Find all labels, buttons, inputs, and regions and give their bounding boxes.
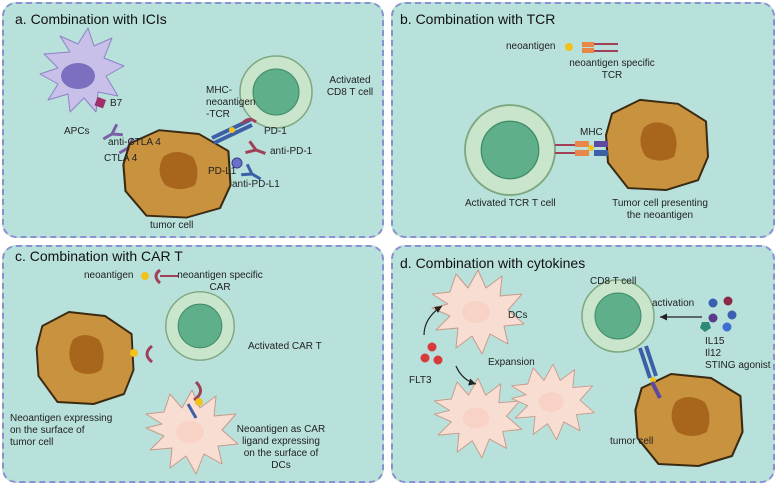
neoantigen-expressing-label-3: tumor cell [10, 437, 54, 448]
activated-cd8-label-1: Activated [329, 75, 371, 86]
arrow-expansion [455, 365, 477, 386]
b7-label: B7 [110, 98, 123, 109]
dc-anchor-c [186, 403, 198, 419]
flt3-label: FLT3 [409, 375, 432, 386]
tcr-mhc-complex-d [638, 345, 662, 399]
pdl1-label: PD-L1 [208, 166, 237, 177]
neoantigen-b-label: neoantigen [506, 41, 556, 52]
cytokine-cluster [700, 296, 737, 332]
anti-ctla4-label: anti-CTLA 4 [108, 137, 161, 148]
car-label-2: CAR [209, 282, 231, 293]
panel-b-title: b. Combination with TCR [400, 11, 556, 27]
pd1-receptor [240, 117, 257, 125]
expansion-label: Expansion [488, 357, 535, 368]
ctla4-label: CTLA 4 [104, 153, 138, 164]
pd1-label: PD-1 [264, 126, 287, 137]
neoantigen-b [565, 43, 573, 51]
neoantigen-expressing-label-1: Neoantigen expressing [10, 413, 113, 424]
neoantigen-on-dc-c [195, 398, 203, 406]
tcr-label-2: TCR [601, 70, 623, 81]
arrow-flt3-to-dc [423, 305, 443, 336]
neoantigen-expressing-label-2: on the surface of [10, 425, 85, 436]
tumor-cell-d-label: tumor cell [610, 436, 654, 447]
apc-cell [39, 27, 125, 113]
panel-d-title: d. Combination with cytokines [400, 255, 586, 271]
car-receptor-dc [193, 380, 202, 402]
tumor-cell-c [35, 311, 135, 405]
b7-molecule [94, 96, 107, 109]
activated-cd8-label-2: CD8 T cell [326, 87, 374, 98]
mhc-tcr-label-1: MHC- [206, 85, 233, 96]
tumor-cell-d [634, 372, 744, 468]
anti-pd1-antibody [243, 139, 269, 161]
car-ligand-label-1: Neoantigen as CAR [236, 424, 326, 435]
pdl1-ligand [231, 157, 243, 169]
mhc-tcr-label-3: -TCR [206, 109, 230, 120]
tcr-legend-b [582, 42, 618, 53]
panel-c-title: c. Combination with CAR T [15, 248, 183, 264]
panel-a-title: a. Combination with ICIs [15, 11, 167, 27]
car-ligand-label-3: on the surface of [243, 448, 319, 459]
dcs-label: DCs [508, 310, 528, 321]
anti-pdl1-label: anti-PD-L1 [232, 179, 280, 190]
il12-label: Il12 [705, 348, 722, 359]
dc-expanded-1 [433, 377, 523, 459]
neoantigen-c [141, 272, 149, 280]
apcs-label: APCs [64, 126, 90, 137]
mhc-tcr-complex-a [211, 118, 253, 145]
activated-tcr-t-cell [464, 104, 556, 196]
tcr-mhc-complex-b [555, 141, 608, 156]
mhc-tcr-label-2: neoantigen [206, 97, 256, 108]
activated-tcr-label: Activated TCR T cell [465, 198, 556, 209]
tumor-presenting-label-2: the neoantigen [626, 210, 694, 221]
activated-cd8-t-cell-a [239, 55, 313, 129]
neoantigen-c-label: neoantigen [84, 270, 134, 281]
dc-presenting-c [145, 389, 239, 475]
tumor-presenting-label-1: Tumor cell presenting [612, 198, 708, 209]
tumor-cell-b [605, 98, 709, 192]
activated-car-t-cell [165, 291, 235, 361]
il15-label: IL15 [705, 336, 725, 347]
car-ligand-label-4: DCs [271, 460, 291, 471]
mhc-b-label: MHC [580, 127, 603, 138]
car-label-1: neoantigen specific [177, 270, 263, 281]
flt3-molecules [420, 342, 443, 365]
tumor-cell-a-label: tumor cell [150, 220, 194, 231]
panel-b [391, 2, 775, 238]
sting-agonist-label: STING agonist [705, 360, 771, 371]
car-receptor-tumor [145, 344, 153, 364]
tcr-label-1: neoantigen specific [569, 58, 655, 69]
neoantigen-on-tumor-c [130, 349, 138, 357]
activation-label: activation [652, 298, 695, 309]
anti-pd1-label: anti-PD-1 [270, 146, 313, 157]
cd8-t-cell-d [581, 279, 655, 353]
car-ligand-label-2: ligand expressing [242, 436, 320, 447]
activated-car-label: Activated CAR T [248, 341, 322, 352]
car-legend-c [154, 268, 178, 285]
dc-expanded-2 [511, 363, 595, 441]
cd8-t-cell-d-label: CD8 T cell [590, 276, 637, 287]
